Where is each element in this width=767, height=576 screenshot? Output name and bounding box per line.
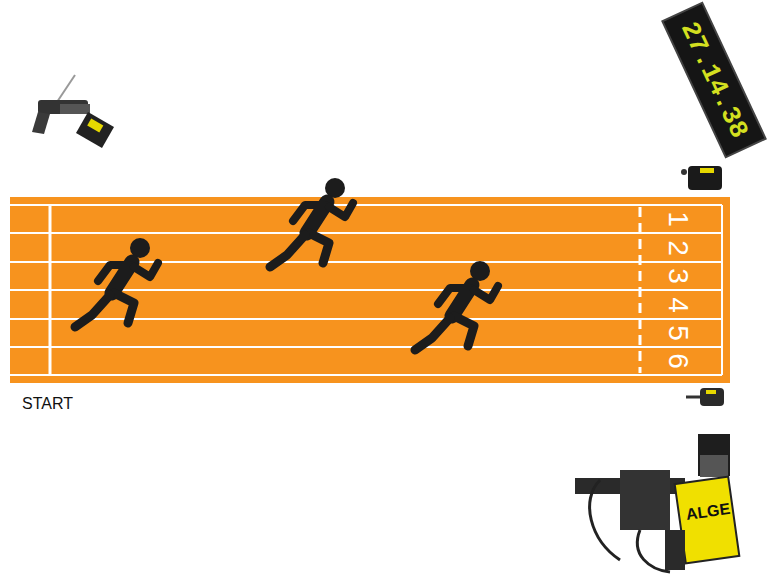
runner [270, 178, 353, 267]
starter-pistol [32, 75, 114, 148]
start-label: START [22, 396, 73, 412]
running-track [10, 197, 730, 383]
lane-lines [10, 205, 722, 375]
scoreboard-display [662, 3, 765, 158]
lane-number: 6 [664, 353, 692, 369]
lane-number: 4 [664, 297, 692, 313]
lane-number: 1 [664, 211, 692, 227]
lane-number: 5 [664, 325, 692, 341]
photocell [686, 388, 724, 406]
lane-number: 2 [664, 240, 692, 256]
photocell [681, 166, 722, 190]
runner [415, 261, 498, 350]
lane-number: 3 [664, 268, 692, 284]
finish-camera [575, 434, 739, 572]
runner [75, 238, 158, 327]
